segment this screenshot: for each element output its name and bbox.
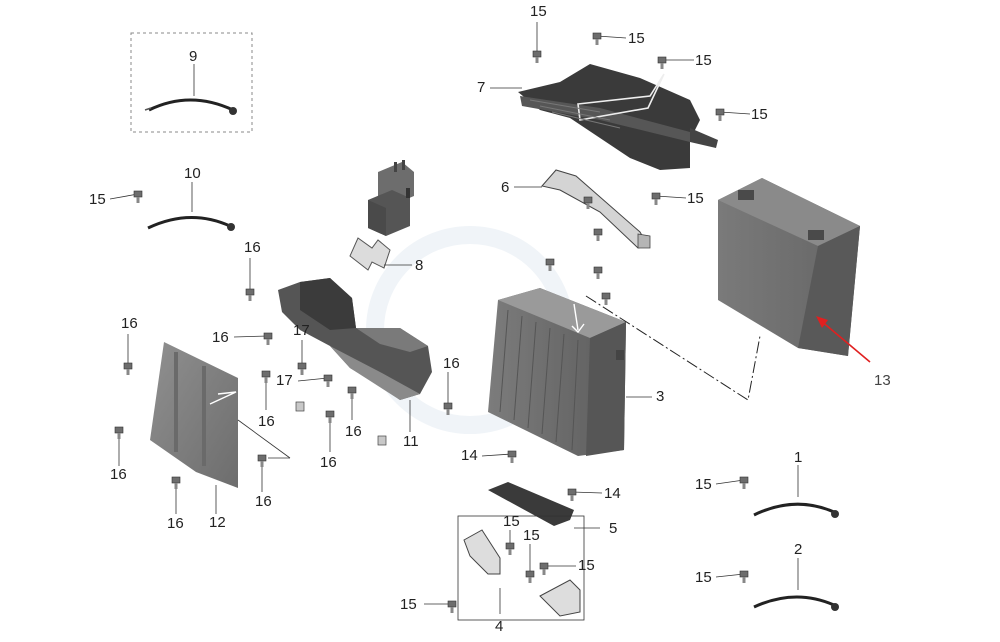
callout-4: 4 (495, 618, 504, 635)
callout-17-b: 17 (276, 372, 293, 389)
callout-15-a: 15 (530, 3, 547, 20)
bolt-icon (424, 600, 457, 613)
callout-16-a: 16 (244, 239, 261, 256)
callout-16-e: 16 (345, 423, 362, 440)
part-5-plate (488, 482, 600, 529)
bolt-icon (715, 476, 749, 489)
bolt-group (109, 22, 751, 613)
callout-16-c: 16 (212, 329, 229, 346)
callout-1: 1 (794, 449, 803, 466)
bolt-icon (545, 258, 555, 271)
bolt-icon (325, 410, 335, 452)
part-10-cable (147, 182, 235, 231)
bolt-icon (601, 292, 611, 305)
part-7-cover (490, 64, 718, 170)
callout-15-d: 15 (751, 106, 768, 123)
callout-2: 2 (794, 541, 803, 558)
callout-15-c: 15 (695, 52, 712, 69)
part-4-brackets (457, 515, 585, 621)
leader-12-16 (237, 419, 291, 459)
callout-5: 5 (609, 520, 618, 537)
callout-14-b: 14 (604, 485, 621, 502)
bolt-icon (651, 192, 687, 205)
callout-12: 12 (209, 514, 226, 531)
callout-16-i: 16 (255, 493, 272, 510)
bolt-icon (261, 370, 271, 410)
bolt-icon (593, 228, 603, 241)
part-1-cable (753, 465, 839, 518)
clip-icon (377, 435, 387, 446)
bolt-icon (593, 266, 603, 279)
callout-15-g: 15 (695, 476, 712, 493)
part-9-cable (144, 64, 237, 115)
callout-8: 8 (415, 257, 424, 274)
callout-14-a: 14 (461, 447, 478, 464)
callout-15-i: 15 (503, 513, 520, 530)
part-9-dashed-box (130, 32, 253, 133)
part-6-bracket (514, 169, 651, 249)
callout-16-h: 16 (110, 466, 127, 483)
bolt-icon (114, 426, 124, 466)
callout-15-k: 15 (578, 557, 595, 574)
callout-11: 11 (403, 433, 419, 450)
callout-17-a: 17 (293, 322, 310, 339)
callout-15-f: 15 (89, 191, 106, 208)
callout-16-f: 16 (320, 454, 337, 471)
bolt-icon (443, 372, 453, 415)
bolt-icon (539, 562, 576, 575)
bolt-icon (592, 32, 627, 45)
callout-13: 13 (874, 372, 891, 389)
bolt-icon (583, 196, 593, 209)
bolt-icon (715, 570, 749, 583)
callout-3: 3 (656, 388, 665, 405)
callout-15-j: 15 (523, 527, 540, 544)
bolt-icon (525, 544, 535, 583)
bolt-icon (505, 530, 515, 555)
bolt-icon (171, 476, 181, 514)
bolt-icon (123, 334, 133, 375)
part-2-cable (753, 558, 839, 611)
part-12-shield (150, 342, 238, 514)
bolt-icon (233, 332, 273, 345)
red-arrow-icon (819, 319, 871, 363)
callout-9: 9 (189, 48, 198, 65)
bolt-icon (257, 454, 267, 492)
part-8-relay (368, 160, 414, 236)
bolt-icon (481, 450, 517, 463)
bolt-icon (567, 488, 603, 501)
callout-15-b: 15 (628, 30, 645, 47)
callout-16-j: 16 (167, 515, 184, 532)
callout-16-g: 16 (443, 355, 460, 372)
bolt-icon (347, 386, 357, 420)
part-8-clip (349, 237, 412, 271)
callout-16-b: 16 (121, 315, 138, 332)
bolt-icon (297, 374, 333, 387)
bolt-icon (532, 22, 542, 63)
clip-icon (295, 401, 305, 412)
callout-15-l: 15 (400, 596, 417, 613)
callout-6: 6 (501, 179, 510, 196)
callout-16-d: 16 (258, 413, 275, 430)
callout-15-e: 15 (687, 190, 704, 207)
bolt-icon (657, 56, 694, 69)
callout-10: 10 (184, 165, 201, 182)
bolt-icon (109, 190, 143, 203)
part-11-tray (278, 278, 432, 432)
bolt-icon (715, 108, 751, 121)
bolt-icon (245, 258, 255, 301)
callout-15-h: 15 (695, 569, 712, 586)
part-13-battery (718, 178, 871, 363)
part-3-battery-box (488, 288, 652, 456)
callout-7: 7 (477, 79, 486, 96)
bolt-icon (297, 340, 307, 375)
assembly-line (585, 295, 761, 401)
